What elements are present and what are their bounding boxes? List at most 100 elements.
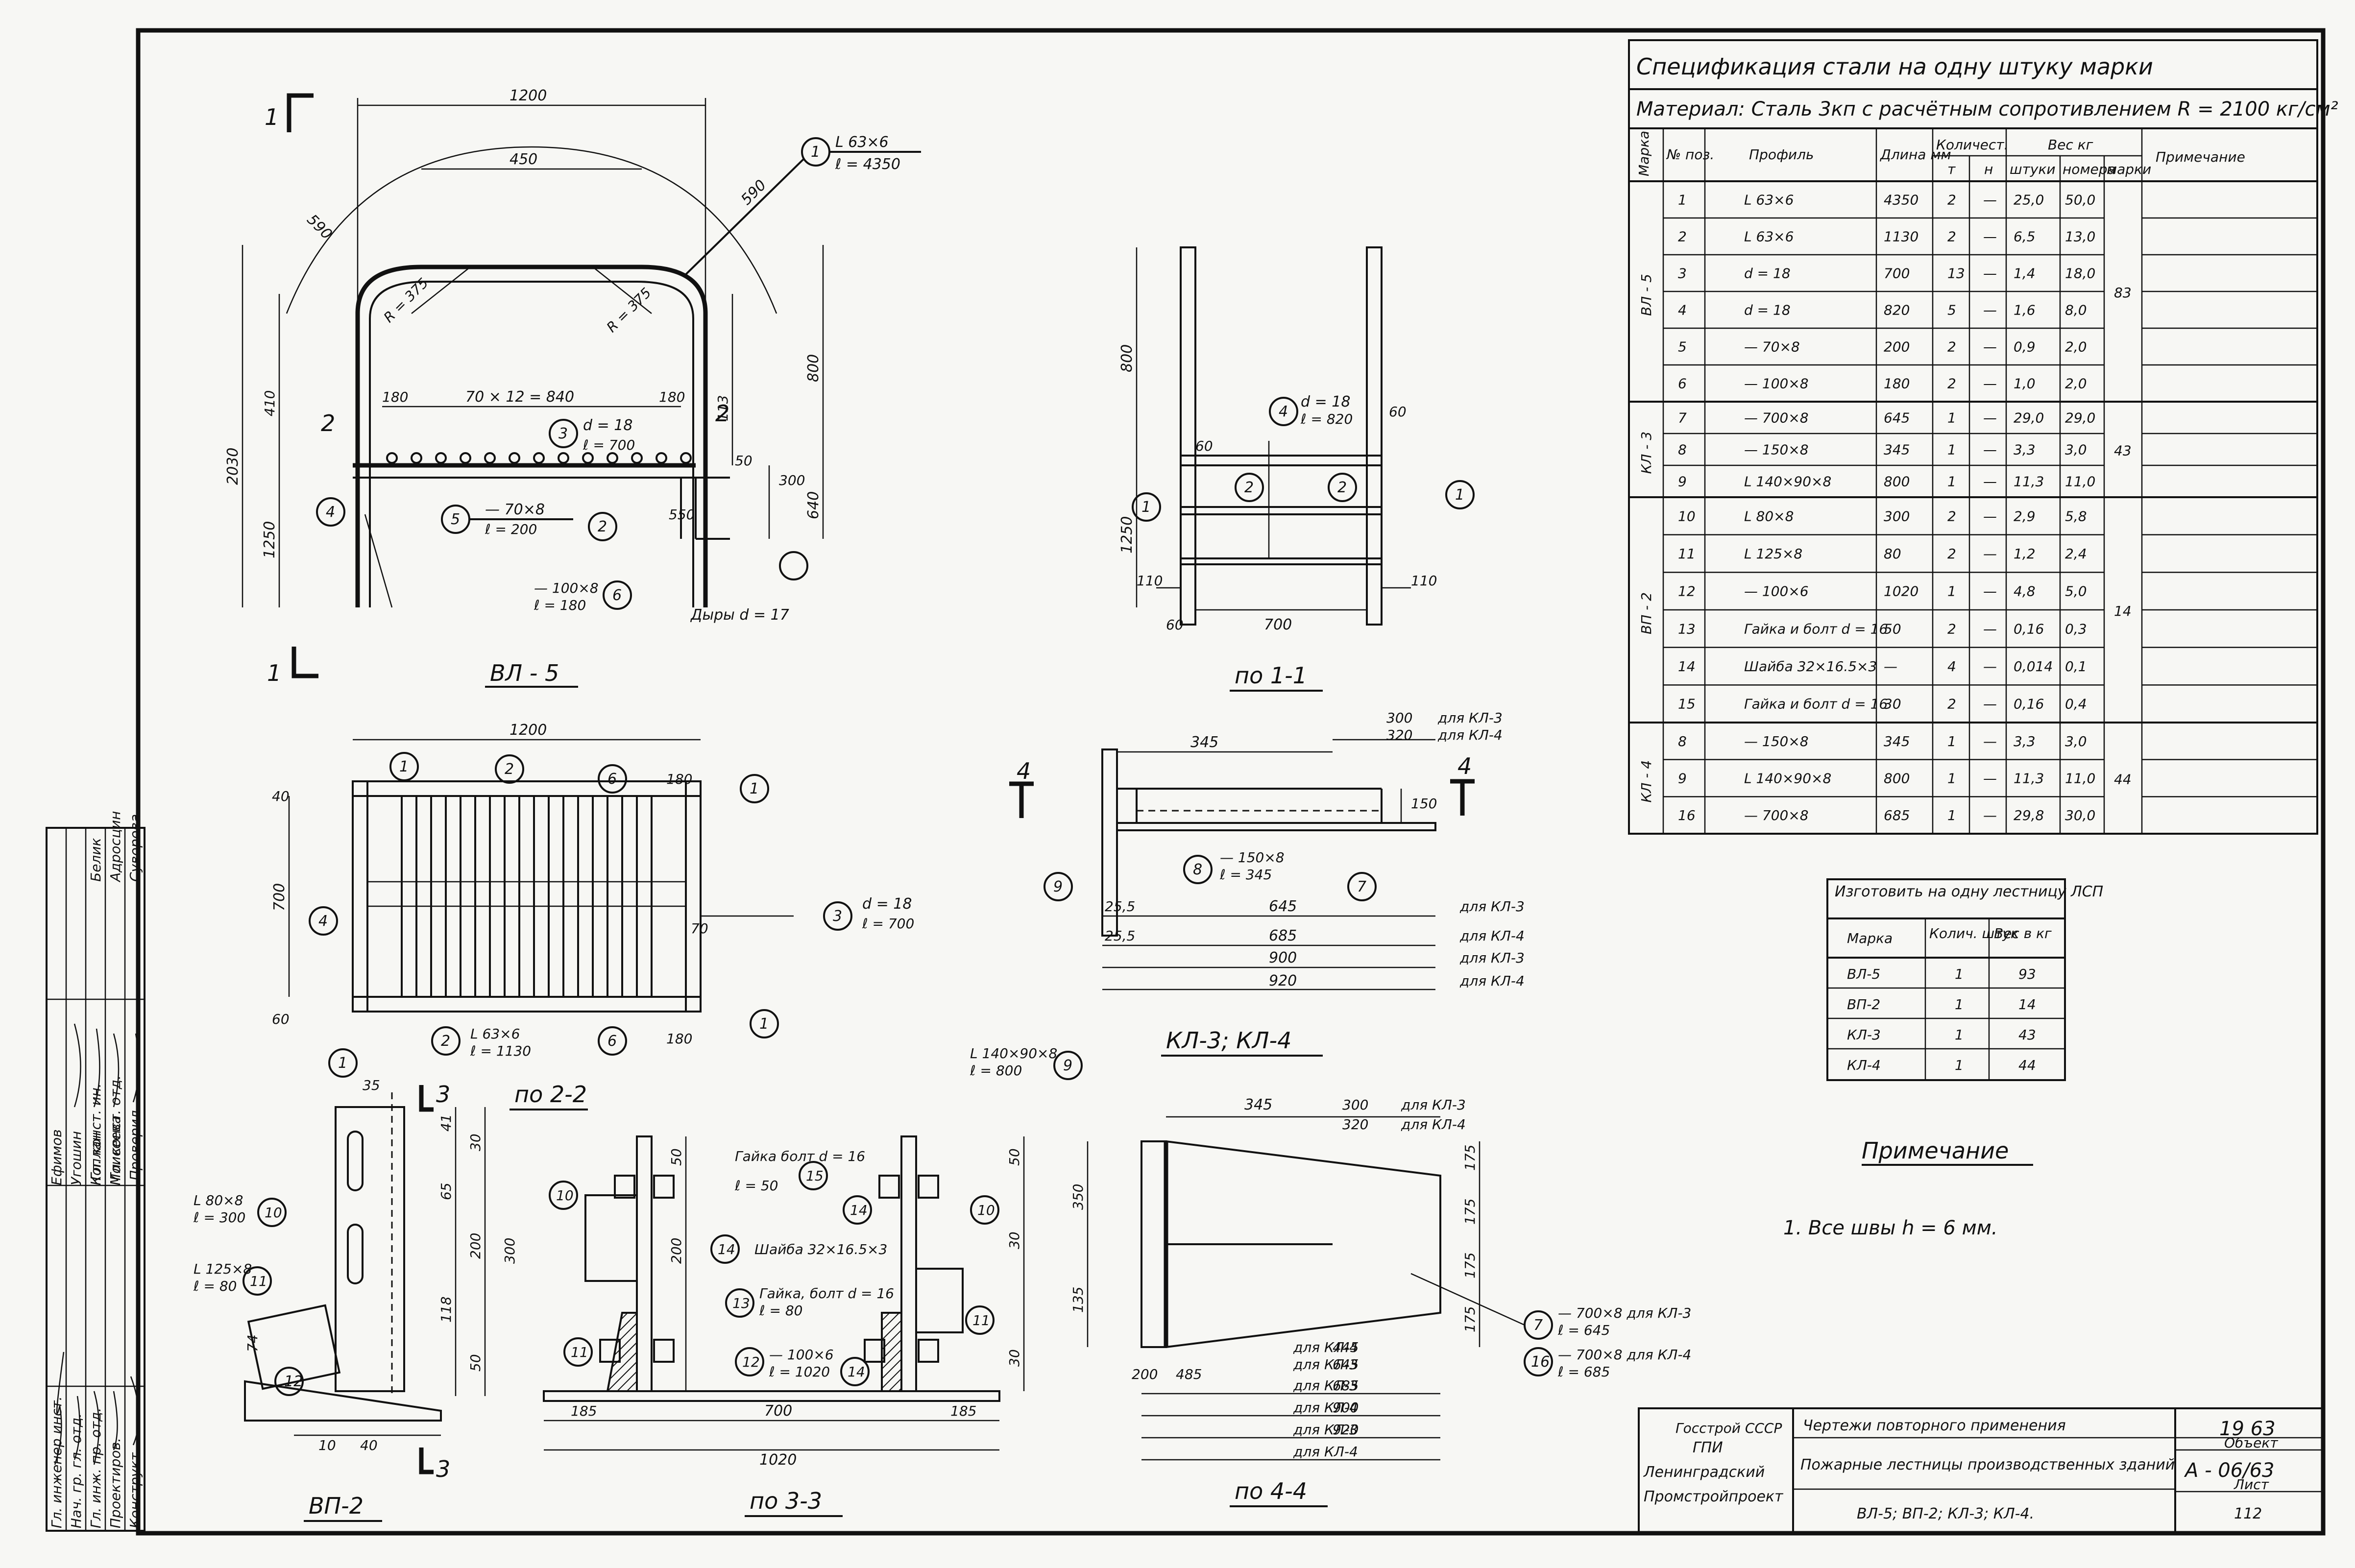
- dim-label: 50: [467, 1354, 484, 1372]
- spec-cell-qty-n: —: [1983, 546, 1997, 562]
- callout-number: 1: [759, 1015, 769, 1033]
- dim-label: для КЛ-3: [1459, 898, 1525, 915]
- callout-text: — 100×6: [769, 1347, 834, 1363]
- dim-label: для КЛ-3: [1293, 1422, 1358, 1438]
- callout-text: L 63×6: [470, 1026, 520, 1042]
- spec-cell-length: 1020: [1884, 583, 1918, 600]
- spec-cell-length: —: [1884, 658, 1897, 675]
- dim-label: 800: [1118, 344, 1136, 372]
- stamp-name: Угошин: [68, 1131, 84, 1185]
- spec-cell-qty-n: —: [1983, 442, 1997, 458]
- dim-label: 1020: [759, 1451, 797, 1469]
- spec-cell-profile: d = 18: [1744, 302, 1791, 318]
- dim-label: 410: [262, 390, 278, 416]
- callout-number: 1: [338, 1055, 347, 1072]
- callout-sub: ℓ = 200: [485, 521, 537, 537]
- spec-header-note: Примечание: [2156, 149, 2245, 165]
- spec-cell-profile: — 150×8: [1744, 442, 1809, 458]
- dim-label: 65: [438, 1182, 454, 1200]
- spec-cell-qty-t: 2: [1947, 621, 1956, 637]
- spec-header-w-piece: штуки: [2010, 161, 2056, 177]
- spec-cell-length: 1130: [1884, 229, 1918, 245]
- spec-cell-weight-piece: 2,9: [2014, 508, 2036, 524]
- spec-cell-qty-n: —: [1983, 583, 1997, 600]
- spec-cell-qty-n: —: [1983, 474, 1997, 490]
- spec-cell-pos: 3: [1678, 265, 1687, 282]
- callout-sub: ℓ = 80: [193, 1278, 237, 1294]
- spec-title: Спецификация стали на одну штуку марки: [1636, 53, 2153, 80]
- spec-cell-mark: ВП - 2: [1638, 592, 1654, 634]
- dim-label: для КЛ-4: [1293, 1444, 1358, 1460]
- spec-cell-weight-piece: 0,014: [2014, 658, 2053, 675]
- dim-label: 113: [715, 395, 731, 421]
- spec-cell-weight-piece: 29,8: [2014, 807, 2044, 823]
- callout-number: 2: [1337, 479, 1347, 496]
- callout-number: 2: [505, 761, 514, 778]
- spec-cell-pos: 6: [1678, 376, 1687, 392]
- washer-label: Шайба 32×16.5×3: [754, 1241, 887, 1257]
- callout-number: 1: [1455, 486, 1464, 504]
- callout-text: L 125×8: [194, 1261, 252, 1277]
- spec-cell-qty-t: 1: [1947, 771, 1956, 787]
- project-number: А - 06/63: [2184, 1459, 2275, 1482]
- stamp-name: Моисеева: [107, 1115, 123, 1185]
- callout-sub: ℓ = 345: [1219, 867, 1272, 883]
- dim-label: 345: [1244, 1096, 1272, 1113]
- spec-cell-qty-t: 1: [1947, 583, 1956, 600]
- callout-number: 1: [750, 780, 759, 797]
- callout-text: L 63×6: [835, 134, 889, 151]
- dim-label: 320: [1342, 1116, 1368, 1133]
- project-label: Объект: [2224, 1435, 2278, 1451]
- spec-cell-weight-piece: 4,8: [2014, 583, 2036, 600]
- callout-number: 4: [318, 913, 328, 930]
- callout-number: 11: [250, 1273, 267, 1289]
- spec-cell-length: 645: [1884, 410, 1910, 426]
- dim-label: 1200: [510, 722, 547, 739]
- note: Примечание 1. Все швы h = 6 мм.: [1783, 1137, 2033, 1239]
- callout-text: — 100×8: [534, 580, 599, 596]
- dim-label: 25,5: [1105, 898, 1135, 915]
- spec-cell-qty-n: —: [1983, 696, 1997, 712]
- callout-number: 1: [399, 758, 409, 775]
- dim-label: 50: [668, 1148, 684, 1166]
- dim-label: 800: [805, 354, 822, 382]
- section-mark: 1: [267, 660, 281, 686]
- dim-label: 300: [1386, 710, 1412, 726]
- view-title: КЛ-3; КЛ-4: [1166, 1027, 1291, 1054]
- spec-cell-weight-pos: 18,0: [2065, 265, 2095, 282]
- stamp-role: Конструкт.: [127, 1448, 143, 1529]
- spec-cell-qty-n: —: [1983, 376, 1997, 392]
- callout-text: d = 18: [1301, 393, 1350, 410]
- dim-label: 40: [272, 788, 290, 804]
- callout-number: 2: [1244, 479, 1254, 496]
- callout-number: 4: [326, 504, 335, 521]
- view-section-2-2: 12 10 L 80×8 ℓ = 300 11 L 125×8 ℓ = 80 3…: [193, 1077, 588, 1522]
- dim-label: 685: [1333, 1377, 1359, 1394]
- callout-text: Гайка, болт d = 16: [759, 1285, 894, 1302]
- make-row: 44: [2018, 1057, 2036, 1073]
- spec-cell-weight-piece: 0,16: [2014, 621, 2044, 637]
- make-row: 1: [1955, 966, 1964, 982]
- make-row: 14: [2018, 996, 2036, 1013]
- spec-cell-profile: L 125×8: [1744, 546, 1802, 562]
- spec-cell-qty-t: 2: [1947, 696, 1956, 712]
- dim-label: 320: [1386, 727, 1412, 743]
- callout-text: — 700×8 для КЛ-4: [1558, 1347, 1691, 1363]
- dim-label: 30: [467, 1134, 484, 1151]
- spec-cell-pos: 7: [1678, 410, 1687, 426]
- callout-number: 13: [732, 1295, 750, 1311]
- dim-label: 60: [272, 1011, 290, 1027]
- spec-cell-weight-piece: 1,4: [2014, 265, 2036, 282]
- callout-number: 12: [284, 1373, 303, 1390]
- section-mark: 3: [436, 1456, 450, 1482]
- callout-number: 2: [441, 1033, 450, 1050]
- view-title: ВП-2: [309, 1493, 364, 1519]
- spec-cell-mark-weight: 14: [2114, 603, 2132, 619]
- make-row: 1: [1955, 1027, 1964, 1043]
- make-table-title: Изготовить на одну лестницу ЛСП: [1835, 883, 2103, 900]
- dim-label: для КЛ-4: [1459, 973, 1525, 989]
- spec-cell-pos: 9: [1678, 771, 1687, 787]
- dim-label: 1250: [261, 521, 278, 558]
- spec-cell-weight-piece: 1,2: [2014, 546, 2036, 562]
- dim-label: 41: [438, 1114, 454, 1132]
